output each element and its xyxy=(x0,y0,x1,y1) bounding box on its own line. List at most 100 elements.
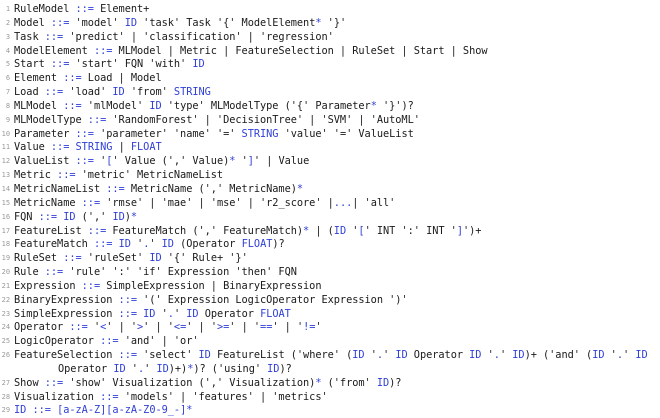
grammar-keyword: ::= xyxy=(44,30,64,43)
grammar-keyword: . xyxy=(376,349,384,362)
grammar-text: ' xyxy=(481,349,494,362)
grammar-text: Expression xyxy=(14,279,82,292)
grammar-keyword: ID xyxy=(149,252,162,265)
grammar-text: 'value' '=' ValueList xyxy=(278,127,414,140)
grammar-text: Parameter xyxy=(14,127,76,140)
grammar-keyword: ID xyxy=(186,307,199,320)
grammar-text: 'rmse' | 'mae' | 'mse' | 'r2_score' | xyxy=(100,196,334,209)
grammar-keyword: ID xyxy=(192,58,205,71)
grammar-text: '}')? xyxy=(376,99,414,112)
grammar-keyword: ::= xyxy=(44,86,64,99)
line-number: 10 xyxy=(1,129,10,138)
grammar-text: MLModelType xyxy=(14,113,88,126)
grammar-keyword: ID xyxy=(113,362,126,375)
grammar-keyword: ID xyxy=(352,349,365,362)
grammar-keyword: ::= xyxy=(100,390,119,403)
grammar-text: ' xyxy=(149,238,162,251)
grammar-keyword: ::= xyxy=(87,113,107,126)
grammar-text: (',' xyxy=(75,210,113,223)
grammar-keyword: > xyxy=(137,321,144,334)
grammar-text: 'and' | 'or' xyxy=(118,335,199,348)
grammar-keyword: ::= xyxy=(69,321,88,334)
grammar-keyword: ID xyxy=(118,238,131,251)
grammar-keyword: * xyxy=(229,155,236,168)
grammar-keyword: ID xyxy=(112,86,125,99)
grammar-text: ' xyxy=(499,349,513,362)
grammar-text: Element+ xyxy=(93,3,150,15)
grammar-text: Start xyxy=(14,58,51,71)
line-number: 27 xyxy=(1,378,10,387)
grammar-keyword: * xyxy=(187,362,194,375)
grammar-text: MetricName (',' MetricName) xyxy=(124,182,297,195)
grammar-keyword: ID xyxy=(161,238,174,251)
grammar-text: Load xyxy=(14,86,45,99)
grammar-keyword: * xyxy=(315,16,322,29)
grammar-keyword: ::= xyxy=(44,266,64,279)
line-number: 14 xyxy=(1,184,10,193)
grammar-keyword: STRING xyxy=(75,141,113,154)
grammar-text: ' INT ':' INT ' xyxy=(364,224,457,237)
grammar-text: RuleSet xyxy=(14,252,64,265)
grammar-text: Show xyxy=(14,376,45,389)
grammar-text: ValueList xyxy=(14,155,76,168)
grammar-keyword: * xyxy=(186,404,193,417)
grammar-keyword: ID xyxy=(395,349,408,362)
grammar-keyword: FLOAT xyxy=(260,307,291,320)
grammar-text: MetricNameList xyxy=(14,182,107,195)
line-number: 7 xyxy=(5,88,10,97)
grammar-keyword: . xyxy=(143,238,150,251)
grammar-text: )? ('using' xyxy=(193,362,268,375)
line-number: 1 xyxy=(5,5,10,13)
grammar-text: 'metric' MetricNameList xyxy=(75,169,224,182)
grammar-keyword: STRING xyxy=(241,127,279,140)
line-number: 21 xyxy=(1,281,10,290)
grammar-keyword: ::= xyxy=(50,58,70,71)
grammar-text: | xyxy=(112,141,131,154)
grammar-text: )+) xyxy=(168,362,188,375)
line-number: 19 xyxy=(1,254,10,263)
grammar-text: Operator xyxy=(407,349,470,362)
grammar-keyword: FLOAT xyxy=(241,238,273,251)
line-number: 28 xyxy=(1,392,10,401)
grammar-keyword: ID xyxy=(156,362,169,375)
grammar-keyword: * xyxy=(370,99,377,112)
line-number: 9 xyxy=(5,115,10,124)
grammar-text: 'type' MLModelType ('{' Parameter xyxy=(161,99,371,112)
line-number: 3 xyxy=(5,32,10,41)
grammar-keyword: < xyxy=(100,321,107,334)
grammar-text: ' xyxy=(315,321,322,334)
grammar-keyword: ::= xyxy=(63,99,82,112)
grammar-keyword: ::= xyxy=(93,44,113,57)
grammar-text: ' | ' xyxy=(106,321,138,334)
grammar-keyword: ID xyxy=(635,349,648,362)
grammar-text: 'model' xyxy=(69,16,125,29)
line-number: 29 xyxy=(1,406,10,415)
line-number: 22 xyxy=(1,295,10,304)
grammar-keyword: ID xyxy=(112,210,125,223)
grammar-text: )+ ('and' ( xyxy=(524,349,593,362)
grammar-text: ' xyxy=(383,349,396,362)
grammar-keyword: ::= xyxy=(63,252,82,265)
grammar-text: SimpleExpression xyxy=(14,307,119,320)
grammar-keyword: ::= xyxy=(118,349,138,362)
grammar-keyword: <= xyxy=(173,321,187,334)
grammar-keyword: FLOAT xyxy=(130,141,162,154)
grammar-text: | 'all' xyxy=(352,196,396,209)
grammar-text: ' xyxy=(87,321,101,334)
grammar-text: ' xyxy=(93,155,107,168)
grammar-text: SimpleExpression | BinaryExpression xyxy=(100,279,322,292)
line-number: 11 xyxy=(1,143,10,152)
